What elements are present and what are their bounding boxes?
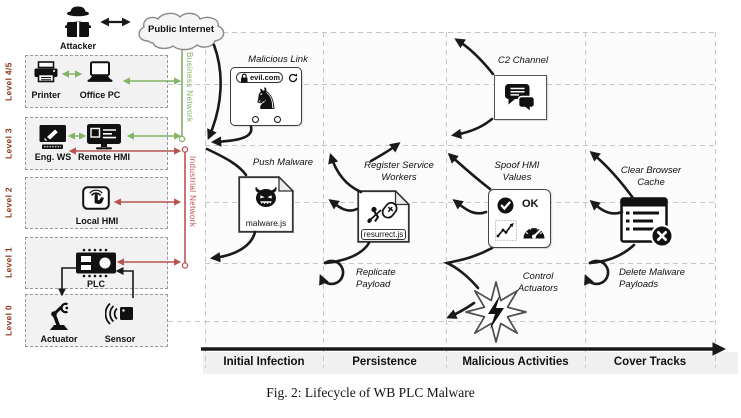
phase-persistence: Persistence [352, 356, 417, 368]
level-label-3: Level 3 [3, 128, 14, 159]
plc-icon [74, 248, 118, 283]
arrow-c2-down [450, 117, 494, 140]
replicate-payload-label: Replicate Payload [356, 267, 396, 290]
actuator-icon [45, 301, 73, 336]
arrow-cache-left [589, 199, 624, 215]
malicious-url: evil.com [250, 72, 281, 82]
clear-browser-cache-label: Clear Browser Cache [620, 165, 682, 188]
gauge-icon [523, 226, 545, 239]
arrow-resurrect-left [328, 199, 359, 212]
arrow-internet-to-network [207, 43, 222, 140]
arrow-resurrect-down [324, 241, 371, 265]
delete-malware-payloads-label: Delete Malware Payloads [619, 267, 685, 290]
chart-icon [495, 220, 517, 241]
remote-hmi-icon [86, 123, 122, 155]
public-internet-cloud: Public Internet [134, 10, 228, 52]
printer-label: Printer [31, 90, 61, 100]
local-hmi-icon [82, 186, 112, 219]
printer-icon [33, 61, 59, 88]
arrow-malicious-link-to-network [210, 125, 253, 147]
wheel-icon [274, 116, 281, 123]
malware-file-icon: malware.js [238, 175, 295, 233]
level-label-0: Level 0 [3, 305, 14, 336]
spoof-hmi-icon: OK [488, 189, 551, 248]
check-circle-icon [497, 197, 514, 214]
resurrect-digger-icon [367, 201, 398, 223]
level-label-1: Level 1 [3, 247, 14, 279]
attacker-icon [58, 5, 98, 41]
wheel-icon [252, 116, 259, 123]
local-hmi-label: Local HMI [75, 216, 119, 226]
register-service-workers-label: Register Service Workers [364, 160, 434, 183]
phase-cover-tracks: Cover Tracks [613, 356, 687, 368]
arrow-spoof-left [452, 199, 488, 215]
push-malware-label: Push Malware [252, 157, 314, 168]
explosion-icon [462, 278, 530, 351]
c2-channel-icon [494, 75, 547, 120]
trojan-horse-icon: ♞ [252, 82, 280, 117]
figure-caption: Fig. 2: Lifecycle of WB PLC Malware [266, 385, 475, 400]
public-internet-label: Public Internet [148, 24, 214, 35]
phase-initial-infection: Initial Infection [223, 356, 305, 368]
browser-cache-icon [620, 197, 676, 249]
plc-label: PLC [87, 279, 105, 289]
industrial-network-label: Industrial Network [188, 156, 197, 228]
office-pc-label: Office PC [79, 90, 121, 100]
arrow-resurrect-level3 [369, 142, 401, 163]
malicious-link-browser: evil.com ♞ [230, 67, 302, 126]
arrow-spoof-up [447, 152, 492, 191]
address-bar: evil.com [236, 72, 283, 83]
arrow-network-to-malware [205, 147, 248, 177]
sensor-label: Sensor [104, 334, 136, 344]
arrow-delete-loop [584, 259, 610, 286]
level-label-2: Level 2 [3, 187, 14, 219]
hmi-status-text: OK [522, 198, 539, 210]
devil-face-icon [255, 186, 277, 207]
refresh-icon [288, 73, 298, 83]
level-box-0 [25, 294, 168, 347]
engineering-workstation-icon [38, 124, 68, 155]
attacker-label: Attacker [59, 41, 97, 51]
office-pc-icon [86, 61, 114, 88]
malware-filename: malware.js [245, 218, 287, 228]
resurrect-file-icon: resurrect.js [357, 189, 411, 243]
spoof-hmi-values-label: Spoof HMI Values [494, 160, 540, 183]
level-label-45: Level 4/5 [3, 62, 14, 101]
business-network-label: Business Network [185, 52, 194, 123]
sensor-icon [104, 302, 135, 331]
c2-channel-label: C2 Channel [497, 55, 549, 66]
malicious-link-label: Malicious Link [248, 54, 308, 65]
lock-icon [241, 73, 248, 82]
control-actuators-label: Control Actuators [517, 271, 559, 294]
actuator-label: Actuator [40, 334, 78, 344]
arrow-push-malware-down [209, 230, 257, 263]
arrow-replicate-loop [319, 259, 345, 286]
remote-hmi-label: Remote HMI [77, 152, 130, 162]
engineering-workstation-label: Eng. WS [34, 152, 72, 162]
phase-malicious-activities: Malicious Activities [462, 356, 569, 368]
resurrect-filename: resurrect.js [360, 229, 407, 240]
lightning-bolt-icon [488, 295, 504, 329]
